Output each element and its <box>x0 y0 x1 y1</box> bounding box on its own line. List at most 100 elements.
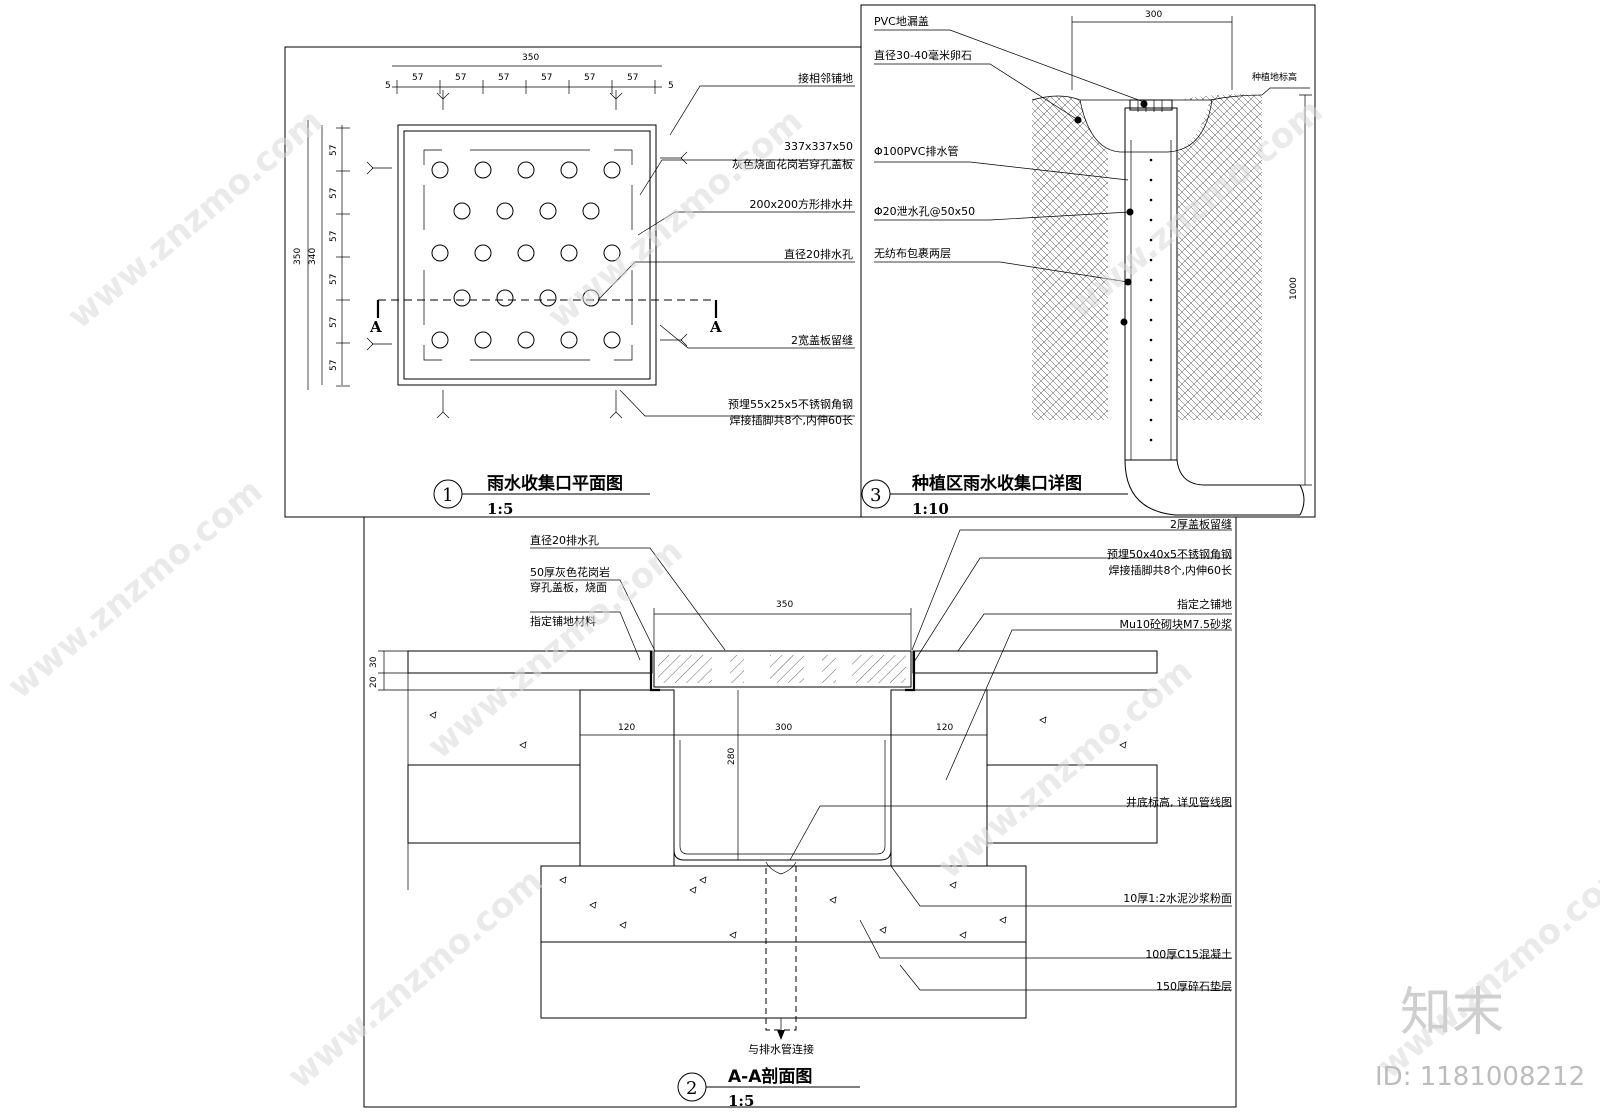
section-label-paving-left: 指定铺地材料 <box>530 614 596 628</box>
section-dim-layer-b: 30 <box>369 656 379 668</box>
detail-label-fabric: 无纺布包裹两层 <box>874 246 951 260</box>
drain-hole <box>560 161 578 179</box>
section-label-masonry: Mu10砼砌块M7.5砂浆 <box>1120 617 1232 631</box>
drain-hole <box>453 289 471 307</box>
plan-dim-segment: 57 <box>541 73 552 83</box>
section-number: 2 <box>686 1078 697 1099</box>
section-label-cover2: 穿孔盖板，烧面 <box>530 580 607 594</box>
section-label-plaster: 10厚1:2水泥沙浆粉面 <box>1123 891 1232 905</box>
section-outlet-pipe <box>765 865 797 1031</box>
plan-dim-segment-left: 57 <box>329 317 339 328</box>
watermark-site-2: www.znzmo.com <box>540 101 810 337</box>
drain-hole <box>603 244 621 262</box>
plan-dim-segment-left: 57 <box>329 145 339 156</box>
detail-label-grade: 种植地标高 <box>1252 71 1297 83</box>
plan-dim-top-total: 350 <box>522 53 539 63</box>
watermark-layer: www.znzmo.com www.znzmo.com www.znzmo.co… <box>0 91 1600 1097</box>
section-leaders <box>530 529 1232 991</box>
section-label-hole: 直径20排水孔 <box>530 533 599 547</box>
detail-number: 3 <box>870 485 881 506</box>
plan-label-well: 200x200方形排水井 <box>749 197 853 211</box>
section-dim-top: 350 <box>776 600 793 610</box>
plan-title: 雨水收集口平面图 <box>487 473 623 494</box>
drain-hole <box>539 289 557 307</box>
drain-hole <box>496 289 514 307</box>
plan-dim-segment: 57 <box>455 73 466 83</box>
plan-section-mark-left: A <box>369 318 382 336</box>
detail-leaders <box>874 29 1145 283</box>
plan-dim-edge-left: 5 <box>385 81 391 91</box>
detail-label-stone: 直径30-40毫米卵石 <box>874 48 972 62</box>
section-title: A-A剖面图 <box>728 1066 812 1087</box>
plan-dim-segment: 57 <box>584 73 595 83</box>
detail-scale: 1:10 <box>912 500 949 518</box>
drain-hole <box>517 244 535 262</box>
plan-dim-segment: 57 <box>498 73 509 83</box>
plan-label-cover-size: 337x337x50 <box>784 140 853 153</box>
drain-hole <box>517 331 535 349</box>
drain-hole <box>560 331 578 349</box>
plan-label-cover-desc: 灰色烧面花岗岩穿孔盖板 <box>732 157 853 171</box>
drain-hole <box>474 244 492 262</box>
plan-label-paving: 接相邻铺地 <box>798 72 853 85</box>
plan-dim-left-total: 350 <box>293 248 303 265</box>
plan-number: 1 <box>442 485 453 506</box>
detail-weep-holes <box>1149 158 1153 442</box>
watermark-id: ID: 1181008212 <box>1375 1062 1585 1092</box>
section-cover-plate <box>653 650 912 688</box>
drain-hole <box>474 161 492 179</box>
detail-drain-cap <box>1129 99 1173 111</box>
drain-hole <box>496 202 514 220</box>
plan-dim-edge-right: 5 <box>668 81 674 91</box>
section-dim-inner: 300 <box>775 723 792 733</box>
drain-hole <box>539 202 557 220</box>
section-dim-layer-a: 20 <box>369 676 379 688</box>
section-label-angle1: 预埋50x40x5不锈钢角钢 <box>1107 548 1232 561</box>
plan-dim-segment: 57 <box>412 73 423 83</box>
drain-hole <box>474 331 492 349</box>
plan-label-gap: 2宽盖板留缝 <box>791 333 853 347</box>
section-scale: 1:5 <box>728 1092 754 1110</box>
plan-dim-left-inner: 340 <box>308 248 318 265</box>
drain-hole <box>582 289 600 307</box>
section-gravel-right <box>986 764 1158 844</box>
plan-dim-segment-left: 57 <box>329 188 339 199</box>
section-panel: 350 300 120 120 280 20 30 直径20排水孔 50厚灰色花… <box>363 516 1237 1110</box>
section-dim-wall-left: 120 <box>618 723 635 733</box>
watermark-site-4: www.znzmo.com <box>0 471 270 707</box>
detail-label-pipe: Φ100PVC排水管 <box>874 144 959 158</box>
section-frame <box>363 516 1237 1108</box>
plan-dim-segment-left: 57 <box>329 274 339 285</box>
section-cover-blocks <box>658 655 906 683</box>
section-paving-right <box>912 650 1158 674</box>
detail-title: 种植区雨水收集口详图 <box>911 473 1082 494</box>
section-gravel-left <box>407 764 581 844</box>
plan-dim-segment-left: 57 <box>329 231 339 242</box>
plan-section-mark-right: A <box>709 318 722 336</box>
section-label-concrete: 100厚C15混凝土 <box>1145 947 1232 961</box>
section-label-angle2: 焊接插脚共8个,内伸60长 <box>1109 563 1233 577</box>
plan-dim-segment-left: 57 <box>329 360 339 371</box>
watermark-site-7: www.znzmo.com <box>280 861 550 1097</box>
watermark-site-8: www.znzmo.com <box>1370 851 1600 1087</box>
plan-cover-outer <box>397 124 657 386</box>
plan-top-segment-dims: 57 57 57 57 57 57 <box>396 73 656 94</box>
plan-label-angle2: 焊接插脚共8个,内伸60长 <box>730 413 854 427</box>
plan-dim-segment: 57 <box>627 73 638 83</box>
drain-hole <box>431 161 449 179</box>
detail-dim-top: 300 <box>1145 10 1162 20</box>
plan-leaders <box>597 85 855 417</box>
section-label-gravel: 150厚碎石垫层 <box>1156 979 1232 993</box>
drain-hole <box>431 331 449 349</box>
drain-hole <box>582 202 600 220</box>
section-label-pipe-conn: 与排水管连接 <box>748 1042 814 1056</box>
drain-hole <box>517 161 535 179</box>
plan-scale: 1:5 <box>487 500 513 518</box>
drain-hole <box>431 244 449 262</box>
detail-dim-side: 1000 <box>1289 277 1299 300</box>
watermark-site-6: www.znzmo.com <box>930 651 1200 887</box>
section-dim-depth: 280 <box>727 748 737 765</box>
detail-pipe-elbow <box>1124 459 1300 516</box>
